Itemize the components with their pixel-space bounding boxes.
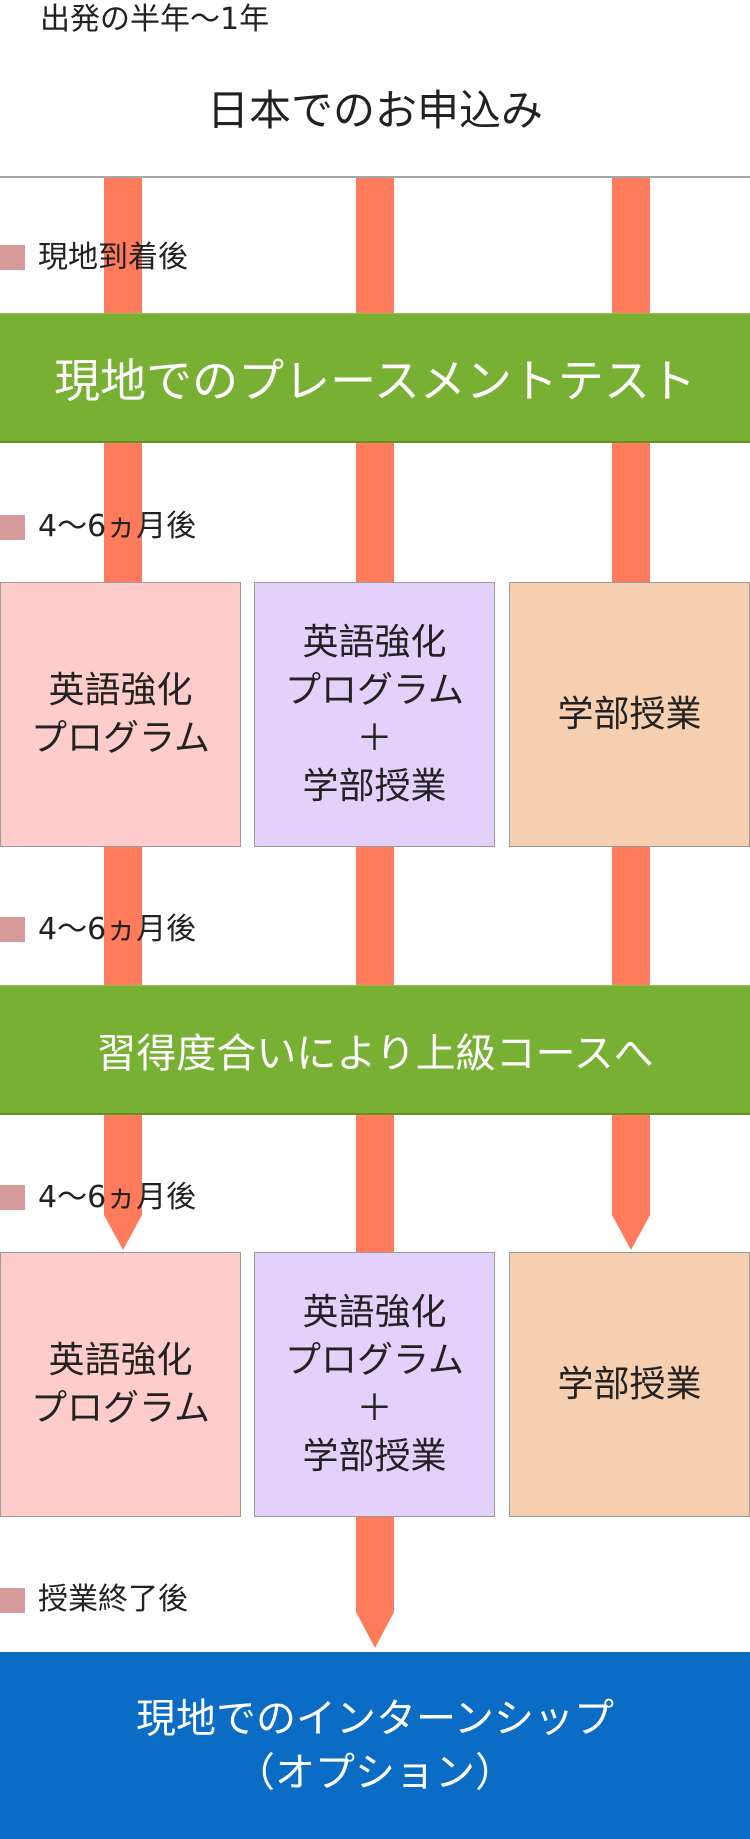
arrow-head-middle [356,1515,394,1648]
step-marker [0,515,25,540]
arrow-head-left [104,1113,142,1250]
arrow-shaft-left-1 [104,178,142,313]
internship-line-2: （オプション） [235,1749,515,1796]
combined-program-box: 英語強化 プログラム ＋ 学部授業 [254,582,495,847]
arrow-head-right [612,1113,650,1250]
arrow-shaft-middle-4 [356,1113,394,1253]
faculty-classes-box: 学部授業 [509,1252,750,1517]
box-line: 学部授業 [557,1363,702,1405]
advance-course-bar: 習得度合いにより上級コースへ [0,985,750,1115]
step-label-course-end: 授業終了後 [38,1582,188,1617]
english-program-box: 英語強化 プログラム [0,1252,241,1517]
application-label: 日本でのお申込み [206,85,543,135]
advance-course-label: 習得度合いにより上級コースへ [96,1030,654,1077]
faculty-classes-box: 学部授業 [509,582,750,847]
arrow-shaft-left-2 [104,443,142,583]
step-label-after-2: 4～6ヵ月後 [38,912,197,947]
placement-test-label: 現地でのプレースメントテスト [54,353,696,408]
box-line: 英語強化 [302,1291,447,1333]
step-label-after-1: 4～6ヵ月後 [38,509,197,544]
step-label-arrival: 現地到着後 [38,240,188,275]
box-line: プログラム [285,1339,464,1381]
box-line: プログラム [285,669,464,711]
box-line: ＋ [356,1387,393,1429]
application-bar: 日本でのお申込み [0,38,750,178]
timing-label: 出発の半年～1年 [40,2,270,37]
box-line: プログラム [31,1387,210,1429]
english-program-box: 英語強化 プログラム [0,582,241,847]
box-line: 英語強化 [302,621,447,663]
step-marker [0,245,25,270]
arrow-shaft-left-3 [104,845,142,985]
internship-line-1: 現地でのインターンシップ [136,1695,614,1742]
placement-test-bar: 現地でのプレースメントテスト [0,313,750,443]
step-marker [0,1588,25,1613]
box-line: 学部授業 [302,765,447,807]
arrow-shaft-right-3 [612,845,650,985]
box-line: ＋ [356,717,393,759]
arrow-shaft-right-2 [612,443,650,583]
arrow-shaft-middle-1 [356,178,394,313]
box-line: プログラム [31,717,210,759]
box-line: 学部授業 [302,1435,447,1477]
box-line: 英語強化 [48,1339,193,1381]
step-label-after-3: 4～6ヵ月後 [38,1180,197,1215]
box-line: 学部授業 [557,693,702,735]
arrow-shaft-middle-2 [356,443,394,583]
box-line: 英語強化 [48,669,193,711]
arrow-shaft-middle-3 [356,845,394,985]
arrow-shaft-right-1 [612,178,650,313]
step-marker [0,1185,25,1210]
combined-program-box: 英語強化 プログラム ＋ 学部授業 [254,1252,495,1517]
internship-bar: 現地でのインターンシップ （オプション） [0,1652,750,1839]
step-marker [0,917,25,942]
